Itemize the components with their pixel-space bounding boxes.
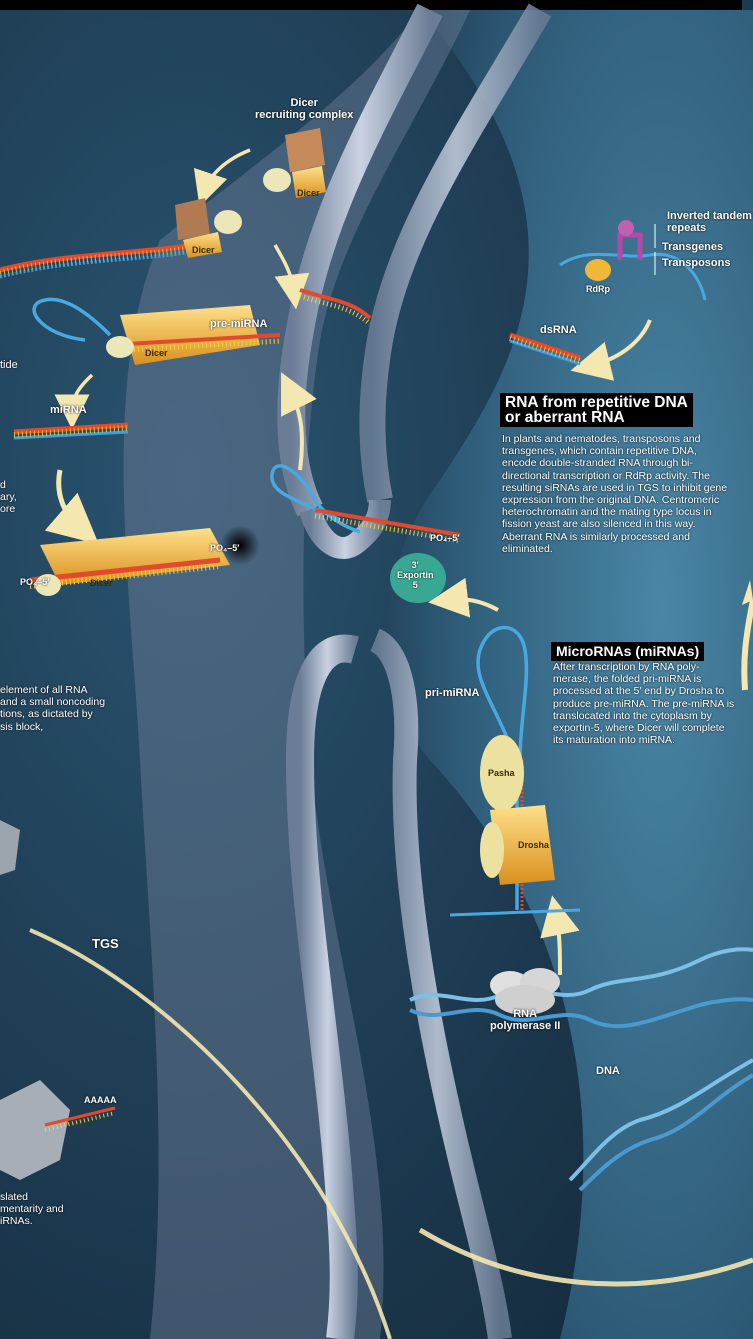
inverted-repeat-knob [618, 220, 634, 236]
po4-label-risc: PO₄–5′ [210, 543, 239, 553]
repetitive-dna-body: In plants and nematodes, transposons and… [502, 433, 727, 555]
polya-tail-label: AAAAA [84, 1095, 117, 1105]
fragment-tide: tide [0, 359, 18, 371]
dicer-label-2: Dicer [192, 245, 215, 255]
mirna-label: miRNA [50, 404, 87, 416]
dsrna-label: dsRNA [540, 324, 577, 336]
transposons-label: Transposons [662, 257, 730, 269]
drosha-label: Drosha [518, 840, 549, 850]
dicer-label-3: Dicer [145, 348, 168, 358]
dicer-label-1: Dicer [297, 188, 320, 198]
po4-label-pore: PO₄–5′ [430, 533, 459, 543]
dicer-label-4: Dicer [90, 578, 113, 588]
five-prime-label-risc: PO₄–5′ [20, 577, 49, 587]
micrornas-title: MicroRNAs (miRNAs) [551, 642, 704, 661]
dna-label: DNA [596, 1065, 620, 1077]
tgs-label: TGS [92, 938, 119, 950]
pre-mirna-label: pre-miRNA [210, 318, 267, 330]
pri-mirna-label: pri-miRNA [425, 687, 479, 699]
drosha-lobe [480, 822, 504, 878]
rdrp-enzyme [585, 259, 611, 281]
transgenes-label: Transgenes [662, 241, 723, 253]
rdrp-label: RdRp [586, 284, 610, 294]
micrornas-body: After transcription by RNA poly- merase,… [553, 661, 734, 746]
pasha-label: Pasha [488, 768, 515, 778]
